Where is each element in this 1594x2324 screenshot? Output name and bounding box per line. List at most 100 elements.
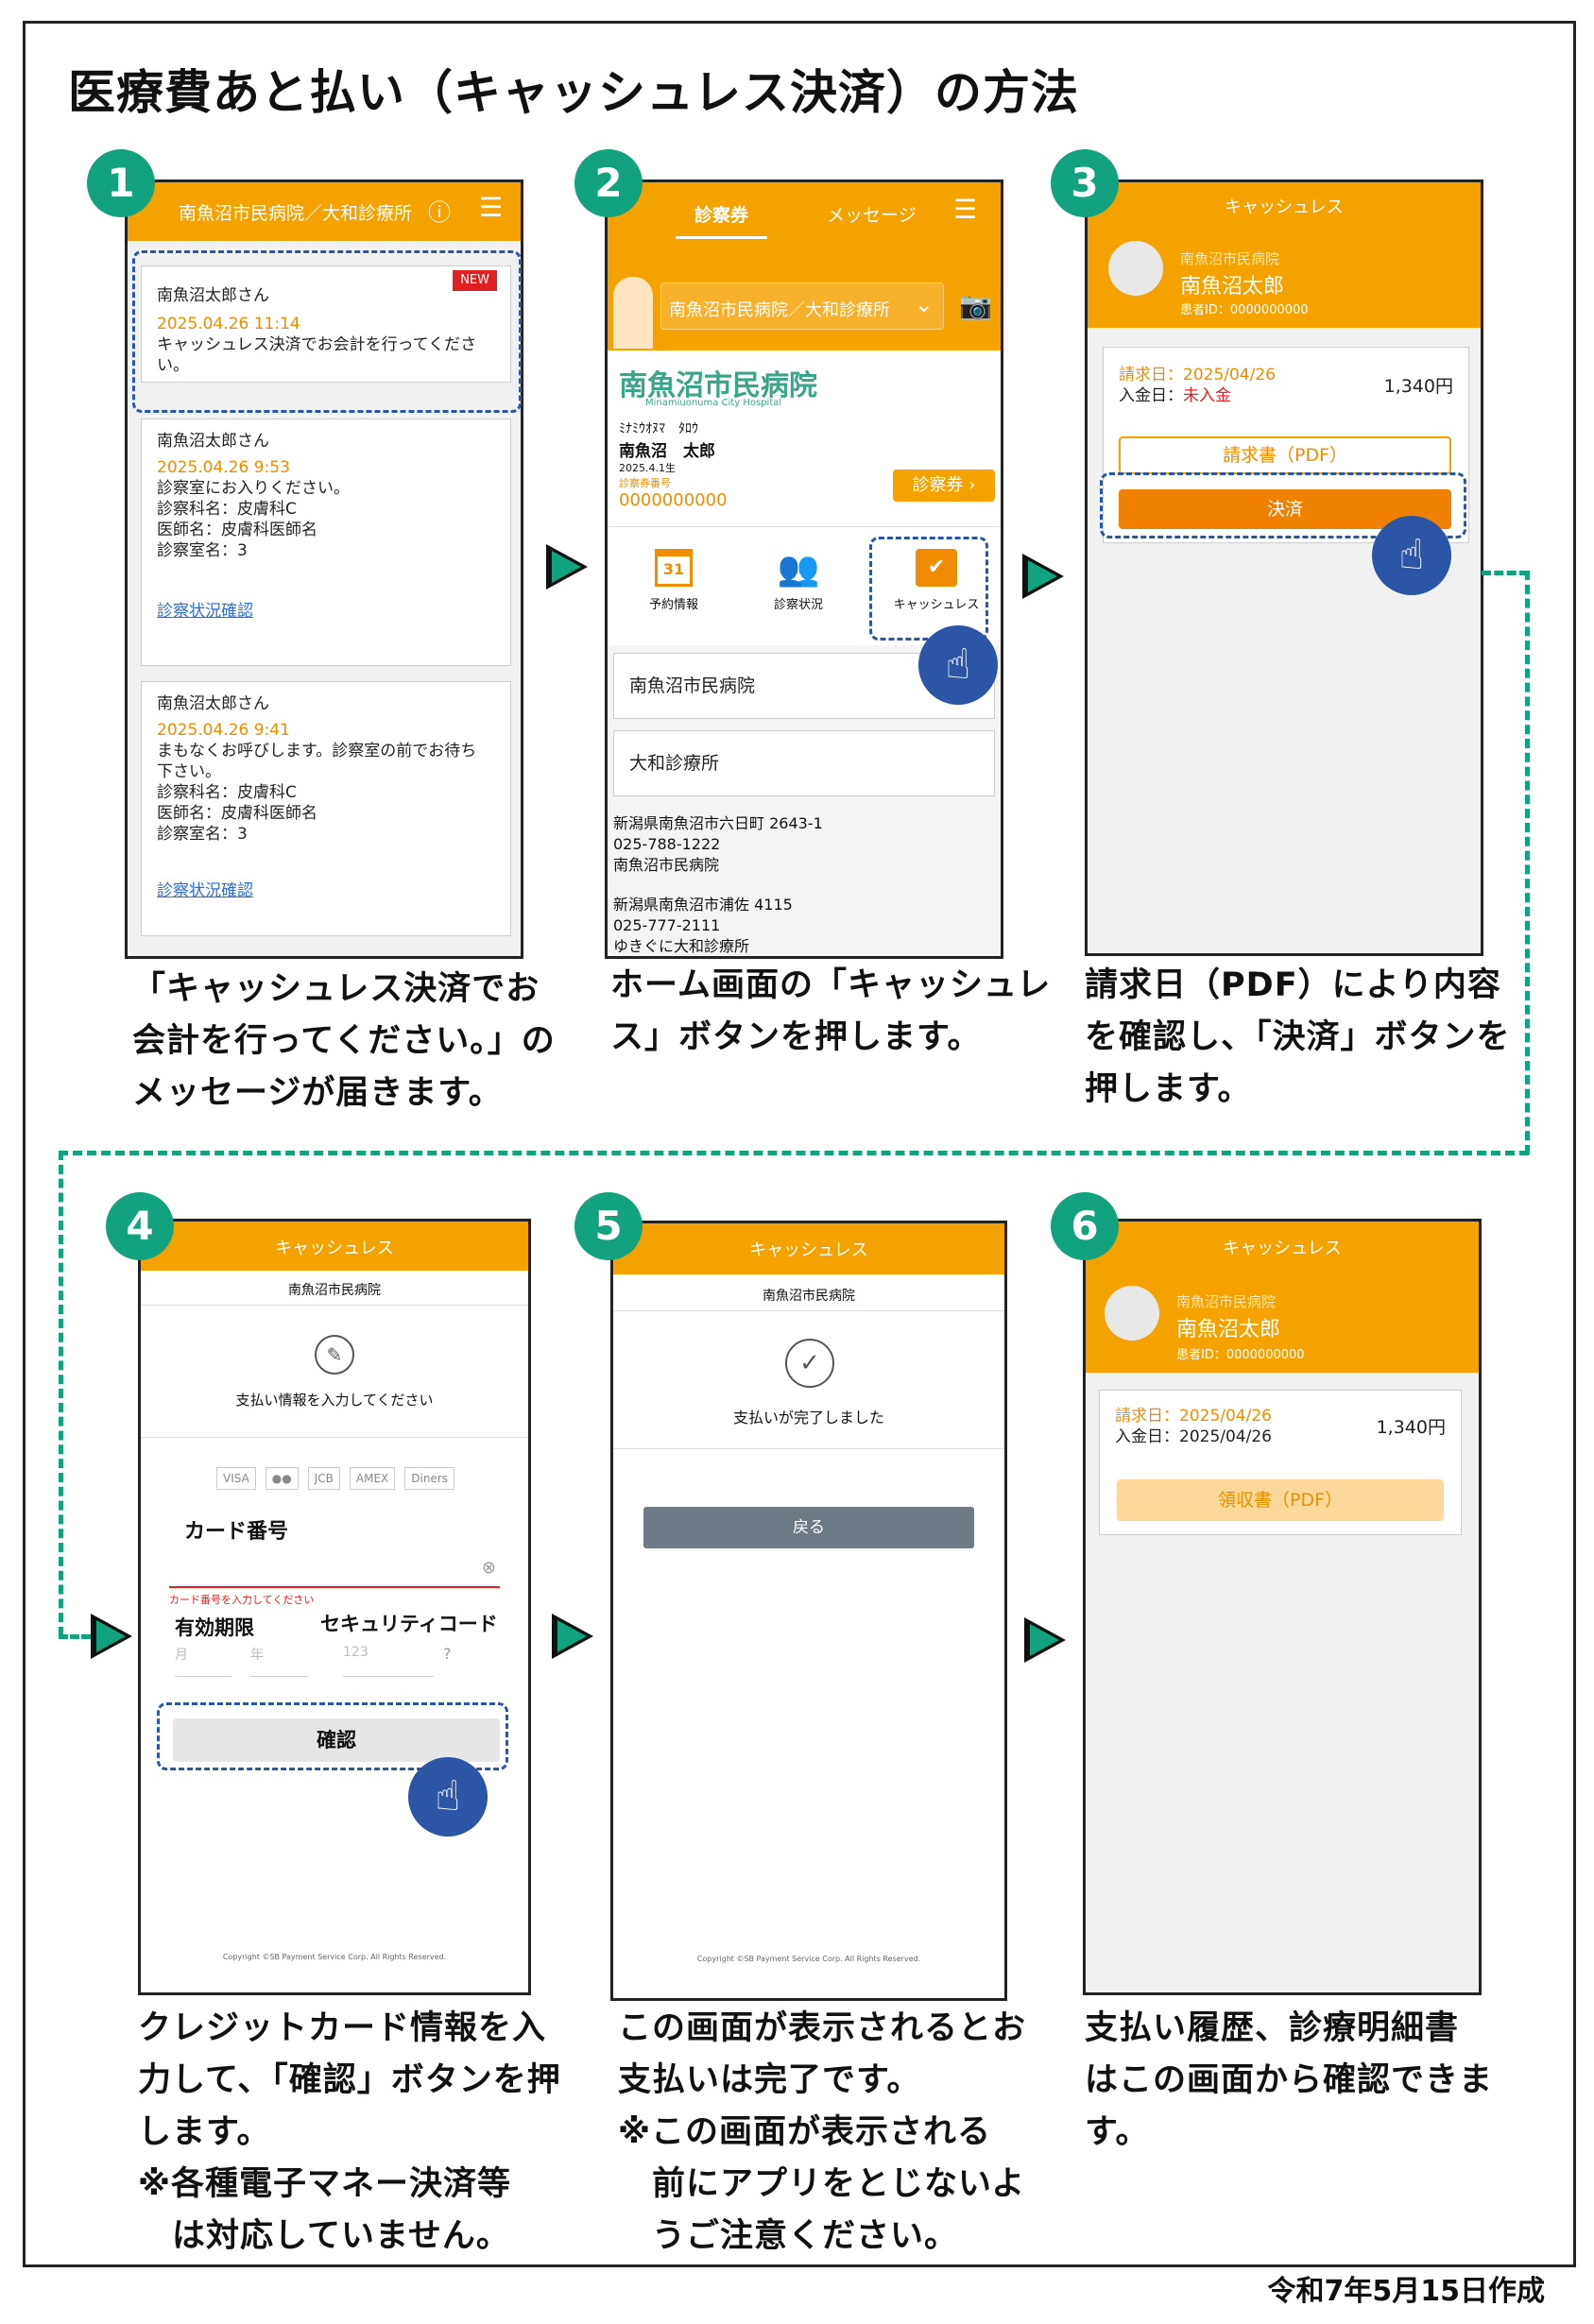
paid-status: 未入金 [1183, 386, 1231, 405]
menu-icon[interactable]: ☰ [953, 194, 978, 225]
message-time: 2025.04.26 9:41 [157, 721, 290, 740]
next-arrow [91, 1614, 132, 1659]
caption-line: ホーム画面の「キャッシュレ [610, 966, 1052, 1004]
connector-line [59, 1634, 91, 1639]
message-line: 下さい。 [157, 762, 221, 781]
card-detail-button[interactable]: 診察券 › [893, 470, 995, 502]
tab-card[interactable]: 診察券 [676, 201, 768, 239]
step-number-3: 3 [1051, 149, 1119, 217]
patient-name: 南魚沼太郎 [1180, 275, 1285, 299]
tab-messages[interactable]: メッセージ [827, 205, 917, 226]
caption-line: す。 [1085, 2113, 1150, 2151]
message-recipient: 南魚沼太郎さん [157, 286, 269, 305]
header-title: 南魚沼市民病院／大和診療所 [179, 203, 413, 224]
message-card-new[interactable]: NEW 南魚沼太郎さん 2025.04.26 11:14 キャッシュレス決済でお… [141, 265, 511, 383]
divider [141, 1437, 528, 1438]
document-icon: ✎ [315, 1335, 354, 1375]
header-title: キャッシュレス [1225, 197, 1344, 217]
message-time: 2025.04.26 9:53 [157, 458, 290, 477]
step-number-1: 1 [87, 149, 155, 217]
status-label: 診察状況 [773, 598, 823, 612]
check-icon: ✔ [916, 549, 957, 587]
expiry-label: 有効期限 [175, 1616, 254, 1639]
receipt-pdf-button[interactable]: 領収書（PDF） [1117, 1479, 1444, 1521]
expiry-month-input[interactable]: 月 [175, 1645, 231, 1677]
highlight-box [869, 537, 988, 641]
step-number-4: 4 [106, 1192, 174, 1260]
caption-line: 前にアプリをとじないよ [618, 2165, 1026, 2203]
back-button[interactable]: 戻る [643, 1507, 974, 1548]
status-link[interactable]: 診察状況確認 [157, 602, 253, 621]
camera-icon[interactable]: 📷 [959, 290, 992, 321]
bill-date: 請求日：2025/04/26 [1115, 1407, 1272, 1426]
paid-label: 入金日： [1119, 386, 1183, 405]
patient-id: 患者ID：0000000000 [1180, 303, 1309, 317]
merchant-name: 南魚沼市民病院 [288, 1283, 381, 1298]
screen-3-bill: キャッシュレス 南魚沼市民病院 南魚沼太郎 患者ID：0000000000 請求… [1085, 179, 1483, 956]
message-line: まもなくお呼びします。診察室の前でお待ち [157, 742, 477, 760]
cashless-button[interactable]: ✔ キャッシュレス [880, 549, 993, 612]
address-line: 新潟県南魚沼市浦佐 4115 [613, 896, 793, 914]
message-card[interactable]: 南魚沼太郎さん 2025.04.26 9:53 診察室にお入りください。 診察科… [141, 419, 511, 666]
new-badge: NEW [453, 270, 497, 291]
info-icon[interactable]: ⓘ [428, 199, 451, 226]
patient-card: 南魚沼市民病院 Minamiuonuma City Hospital ﾐﾅﾐｳｵ… [608, 350, 1001, 524]
hospital-name-en: Minamiuonuma City Hospital [645, 398, 782, 408]
help-icon[interactable]: ? [443, 1645, 452, 1663]
completion-message: 支払いが完了しました [732, 1409, 884, 1427]
message-time: 2025.04.26 11:14 [157, 315, 300, 333]
mastercard-icon: ●● [265, 1467, 299, 1490]
copyright: Copyright ©SB Payment Service Corp. All … [696, 1955, 921, 1963]
avatar [1105, 1286, 1159, 1341]
connector-line [59, 1151, 63, 1636]
bill-amount: 1,340円 [1376, 1417, 1446, 1438]
receipt-card: 請求日：2025/04/26 入金日：2025/04/26 1,340円 領収書… [1099, 1390, 1462, 1535]
patient-name: 南魚沼太郎 [1176, 1318, 1281, 1341]
next-arrow [552, 1614, 593, 1659]
header-title: キャッシュレス [749, 1240, 868, 1260]
clear-icon[interactable]: ⊗ [481, 1558, 496, 1578]
header-title: キャッシュレス [1223, 1239, 1342, 1258]
facility-name: 南魚沼市民病院 [613, 856, 720, 874]
app-header: キャッシュレス 南魚沼市民病院 南魚沼太郎 患者ID：0000000000 [1088, 182, 1481, 328]
message-body: キャッシュレス決済でお会計を行ってくださ [157, 335, 477, 354]
reservation-button[interactable]: 31 予約情報 [626, 549, 721, 612]
caption-line: クレジットカード情報を入 [138, 2009, 547, 2047]
caption-line: 支払いは完了です。 [618, 2061, 921, 2099]
card-brand-list: VISA ●● JCB AMEX Diners [216, 1467, 455, 1490]
hospital-select[interactable]: 南魚沼市民病院／大和診療所 ⌄ [660, 282, 944, 330]
paid-date: 入金日：未入金 [1119, 385, 1453, 406]
app-header: キャッシュレス 南魚沼市民病院 南魚沼太郎 患者ID：0000000000 [1086, 1222, 1479, 1373]
message-recipient: 南魚沼太郎さん [157, 432, 269, 451]
menu-icon[interactable]: ☰ [479, 192, 504, 223]
patient-id: 患者ID：0000000000 [1176, 1348, 1305, 1362]
avatar [1108, 241, 1163, 296]
card-number-label: カード番号 [184, 1520, 289, 1544]
status-link[interactable]: 診察状況確認 [157, 881, 253, 900]
card-number-input[interactable]: ⊗ [169, 1552, 500, 1588]
security-code-input[interactable]: 123 [343, 1645, 434, 1677]
payment-prompt: 支払い情報を入力してください [235, 1392, 434, 1409]
facility-item[interactable]: 大和診療所 [613, 730, 995, 796]
step-caption-1: 「キャッシュレス決済でお 会計を行ってください。」の メッセージが届きます。 [132, 964, 556, 1119]
message-body-cont: い。 [157, 356, 189, 375]
bill-amount: 1,340円 [1383, 376, 1453, 397]
message-card[interactable]: 南魚沼太郎さん 2025.04.26 9:41 まもなくお呼びします。診察室の前… [141, 681, 511, 936]
caption-line: ※この画面が表示される [618, 2113, 992, 2151]
message-line: 診察室名：3 [157, 825, 248, 844]
app-header: 診察券 メッセージ ☰ 南魚沼市民病院／大和診療所 ⌄ 📷 [608, 182, 1001, 350]
step-caption-5: この画面が表示されるとお 支払いは完了です。 ※この画面が表示される 前にアプリ… [618, 2003, 1026, 2263]
paid-date: 入金日：2025/04/26 [1115, 1427, 1272, 1446]
visa-icon: VISA [216, 1467, 256, 1490]
check-circle-icon: ✓ [785, 1339, 834, 1388]
invoice-pdf-button[interactable]: 請求書（PDF） [1119, 436, 1451, 474]
diners-icon: Diners [404, 1467, 455, 1490]
expiry-year-input[interactable]: 年 [250, 1645, 307, 1677]
app-header: 南魚沼市民病院／大和診療所 ⓘ ☰ [128, 182, 521, 241]
connector-line [59, 1151, 1529, 1155]
confirm-button[interactable]: 確認 [173, 1718, 500, 1762]
card-number-error: カード番号を入力してください [169, 1594, 315, 1606]
caption-line: は対応していません。 [138, 2217, 510, 2255]
status-button[interactable]: 👥 診察状況 [751, 549, 846, 612]
caption-line: メッセージが届きます。 [132, 1074, 503, 1112]
